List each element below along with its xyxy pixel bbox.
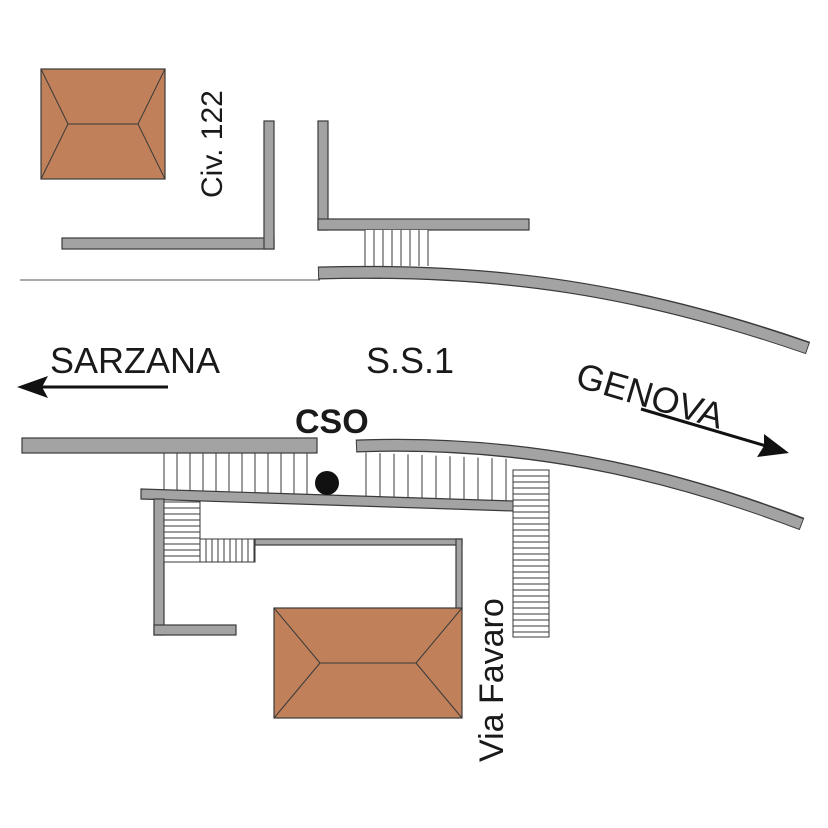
civic-number-label: Civ. 122 bbox=[196, 90, 229, 198]
arrow-icon-east bbox=[640, 407, 789, 457]
south-west-staircase bbox=[163, 453, 308, 495]
arrow-icon-west bbox=[17, 376, 168, 398]
south-inner-staircase-vertical bbox=[163, 501, 201, 563]
south-inner-staircase-horizontal bbox=[199, 538, 256, 563]
south-curb-east bbox=[355, 438, 805, 531]
side-street-label: Via Favaro bbox=[473, 598, 511, 762]
stair-outline bbox=[199, 538, 256, 563]
south-east-staircase bbox=[365, 452, 507, 501]
building-north-west bbox=[40, 68, 166, 180]
north-east-wall bbox=[317, 120, 530, 231]
road-name-label: S.S.1 bbox=[366, 340, 454, 381]
south-west-wall bbox=[153, 498, 237, 636]
via-favaro-staircase bbox=[512, 469, 550, 638]
east-destination-label: GENOVA bbox=[572, 354, 729, 436]
location-dot-icon bbox=[315, 471, 339, 495]
building-path-wall bbox=[254, 538, 463, 609]
south-curb-west bbox=[21, 437, 318, 454]
west-destination-label: SARZANA bbox=[50, 340, 220, 381]
north-curb bbox=[317, 265, 811, 355]
north-staircase bbox=[364, 230, 429, 266]
building-south bbox=[273, 607, 463, 719]
marker-label: CSO bbox=[295, 403, 369, 441]
north-west-wall bbox=[61, 120, 275, 250]
